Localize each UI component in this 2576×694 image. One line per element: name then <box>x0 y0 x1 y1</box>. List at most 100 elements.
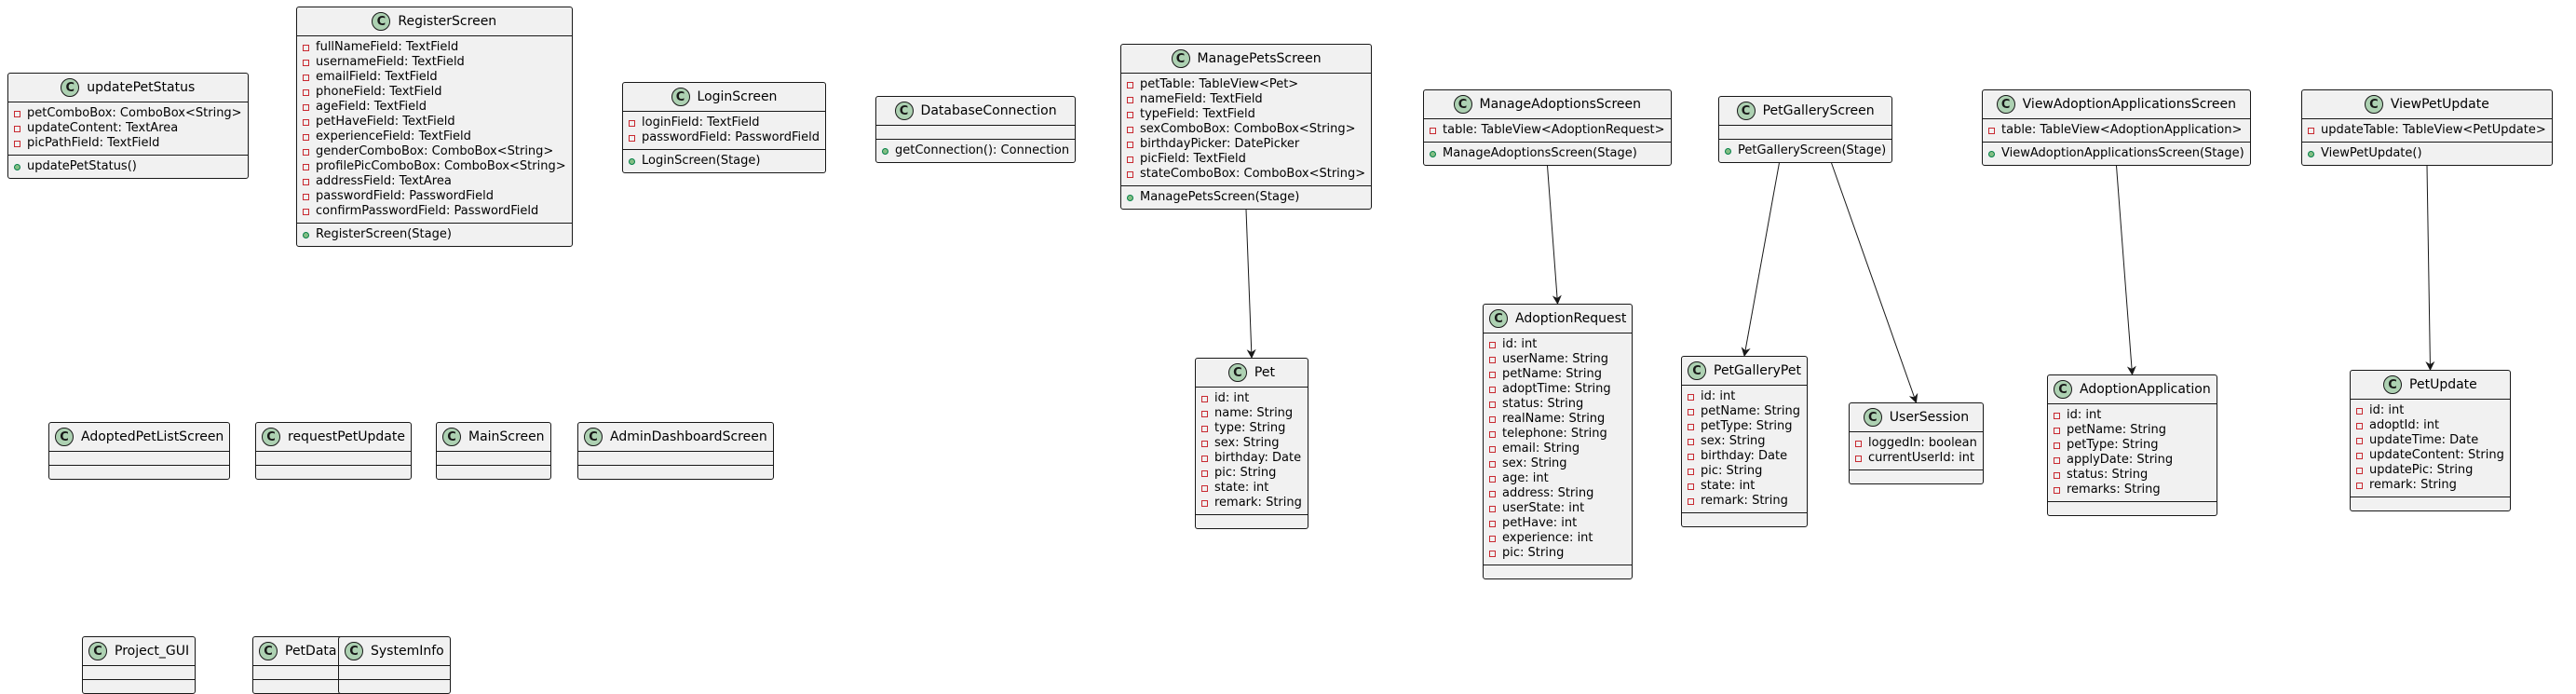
methods-section: updatePetStatus() <box>8 156 248 178</box>
field-row: updateTime: Date <box>2356 433 2504 448</box>
class-name: ManageAdoptionsScreen <box>1479 97 1642 112</box>
field-text: emailField: TextField <box>316 70 438 84</box>
methods-section: ManageAdoptionsScreen(Stage) <box>1424 143 1671 165</box>
private-visibility-icon <box>1489 341 1496 348</box>
field-row: addressField: TextArea <box>303 174 566 189</box>
field-row: email: String <box>1489 442 1626 456</box>
field-text: usernameField: TextField <box>316 55 465 69</box>
method-row: LoginScreen(Stage) <box>629 154 820 169</box>
field-row: updateContent: TextArea <box>14 121 242 136</box>
class-stereotype-icon: C <box>584 428 603 446</box>
field-text: birthday: Date <box>1701 449 1788 463</box>
field-text: status: String <box>1502 397 1584 411</box>
field-text: status: String <box>2067 468 2149 482</box>
field-row: realName: String <box>1489 412 1626 427</box>
field-text: sexComboBox: ComboBox<String> <box>1140 122 1356 136</box>
field-text: genderComboBox: ComboBox<String> <box>316 144 554 158</box>
method-row: ManagePetsScreen(Stage) <box>1127 190 1365 205</box>
field-text: updatePic: String <box>2369 463 2474 477</box>
methods-section <box>2351 497 2510 510</box>
field-text: sex: String <box>1214 436 1280 450</box>
field-text: typeField: TextField <box>1140 107 1255 121</box>
method-text: ManageAdoptionsScreen(Stage) <box>1443 146 1637 160</box>
public-visibility-icon <box>1988 150 1995 157</box>
class-stereotype-icon: C <box>1863 408 1882 427</box>
field-row: petName: String <box>1688 404 1801 419</box>
class-name: AdoptionApplication <box>2080 382 2211 397</box>
field-row: birthday: Date <box>1688 449 1801 464</box>
fields-section: petComboBox: ComboBox<String>updateConte… <box>8 102 248 156</box>
field-text: remark: String <box>2369 478 2457 492</box>
field-text: petName: String <box>2067 423 2167 437</box>
relation-pet-gallery-screen-to-pet-gallery-pet <box>1741 162 1780 357</box>
class-name: updatePetStatus <box>87 80 196 95</box>
fields-section <box>1719 126 1892 140</box>
public-visibility-icon <box>2308 150 2314 157</box>
field-row: updateTable: TableView<PetUpdate> <box>2308 123 2546 138</box>
field-text: state: int <box>1701 479 1756 493</box>
field-text: updateContent: TextArea <box>27 121 179 135</box>
private-visibility-icon <box>303 163 309 170</box>
field-text: userState: int <box>1502 501 1585 515</box>
class-stereotype-icon: C <box>262 428 280 446</box>
methods-section <box>1196 515 1308 528</box>
relation-pet-gallery-screen-to-user-session <box>1831 162 1918 403</box>
field-row: petType: String <box>1688 419 1801 434</box>
public-visibility-icon <box>1430 150 1436 157</box>
field-row: pic: String <box>1688 464 1801 479</box>
methods-section: LoginScreen(Stage) <box>623 150 825 172</box>
field-text: picPathField: TextField <box>27 136 160 150</box>
field-row: birthdayPicker: DatePicker <box>1127 137 1365 152</box>
class-stereotype-icon: C <box>2054 380 2072 399</box>
class-stereotype-icon: C <box>259 642 278 660</box>
private-visibility-icon <box>1489 505 1496 512</box>
field-text: pic: String <box>1701 464 1763 478</box>
field-row: picField: TextField <box>1127 152 1365 167</box>
private-visibility-icon <box>1489 430 1496 438</box>
private-visibility-icon <box>303 148 309 156</box>
field-row: loginField: TextField <box>629 116 820 130</box>
fields-section: petTable: TableView<Pet>nameField: TextF… <box>1121 74 1372 186</box>
class-header: C AdoptionApplication <box>2048 375 2217 404</box>
private-visibility-icon <box>1127 170 1133 178</box>
field-row: phoneField: TextField <box>303 85 566 100</box>
class-name: ViewPetUpdate <box>2390 97 2489 112</box>
relation-manage-adoptions-screen-to-adoption-request <box>1547 165 1562 305</box>
private-visibility-icon <box>1688 393 1694 401</box>
class-name: UserSession <box>1889 410 1970 425</box>
field-text: passwordField: PasswordField <box>642 130 820 144</box>
field-row: state: int <box>1688 479 1801 494</box>
field-row: id: int <box>1489 337 1626 352</box>
field-row: genderComboBox: ComboBox<String> <box>303 144 566 159</box>
method-text: ViewAdoptionApplicationsScreen(Stage) <box>2001 146 2244 160</box>
field-row: petHaveField: TextField <box>303 115 566 129</box>
private-visibility-icon <box>2054 442 2060 449</box>
field-text: name: String <box>1214 406 1294 420</box>
private-visibility-icon <box>1489 460 1496 468</box>
field-row: applyDate: String <box>2054 453 2211 468</box>
field-row: remarks: String <box>2054 483 2211 497</box>
private-visibility-icon <box>1201 410 1208 417</box>
field-row: remark: String <box>1688 494 1801 509</box>
field-row: name: String <box>1201 406 1302 421</box>
field-text: id: int <box>1214 391 1250 405</box>
field-text: adoptTime: String <box>1502 382 1611 396</box>
private-visibility-icon <box>14 140 20 147</box>
class-name: AdoptedPetListScreen <box>81 429 224 444</box>
class-name: MainScreen <box>468 429 545 444</box>
private-visibility-icon <box>629 119 635 127</box>
private-visibility-icon <box>1489 445 1496 453</box>
method-text: LoginScreen(Stage) <box>642 154 761 168</box>
